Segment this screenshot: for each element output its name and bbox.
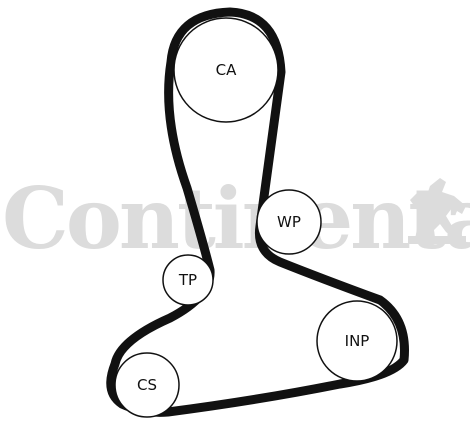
watermark-text: Continental (2, 169, 470, 268)
pulley-ca-wheel (173, 17, 279, 123)
continental-watermark: Continental (2, 169, 470, 268)
pulley-tp-wheel (162, 254, 214, 306)
pulley-inp-label: INP (345, 332, 370, 350)
pulley-cs-wheel (114, 352, 180, 418)
pulley-tp: TP (162, 254, 214, 306)
horse-logo-icon (408, 178, 466, 244)
pulley-ca: CA (173, 17, 279, 123)
pulley-inp-wheel (316, 300, 398, 382)
pulley-inp: INP (316, 300, 398, 382)
pulley-tp-label: TP (178, 271, 197, 289)
pulley-wp-label: WP (277, 213, 301, 231)
pulley-wp: WP (256, 189, 322, 255)
pulley-cs: CS (114, 352, 180, 418)
pulley-cs-label: CS (137, 376, 157, 394)
pulley-ca-label: CA (216, 61, 237, 79)
pulley-wp-wheel (256, 189, 322, 255)
